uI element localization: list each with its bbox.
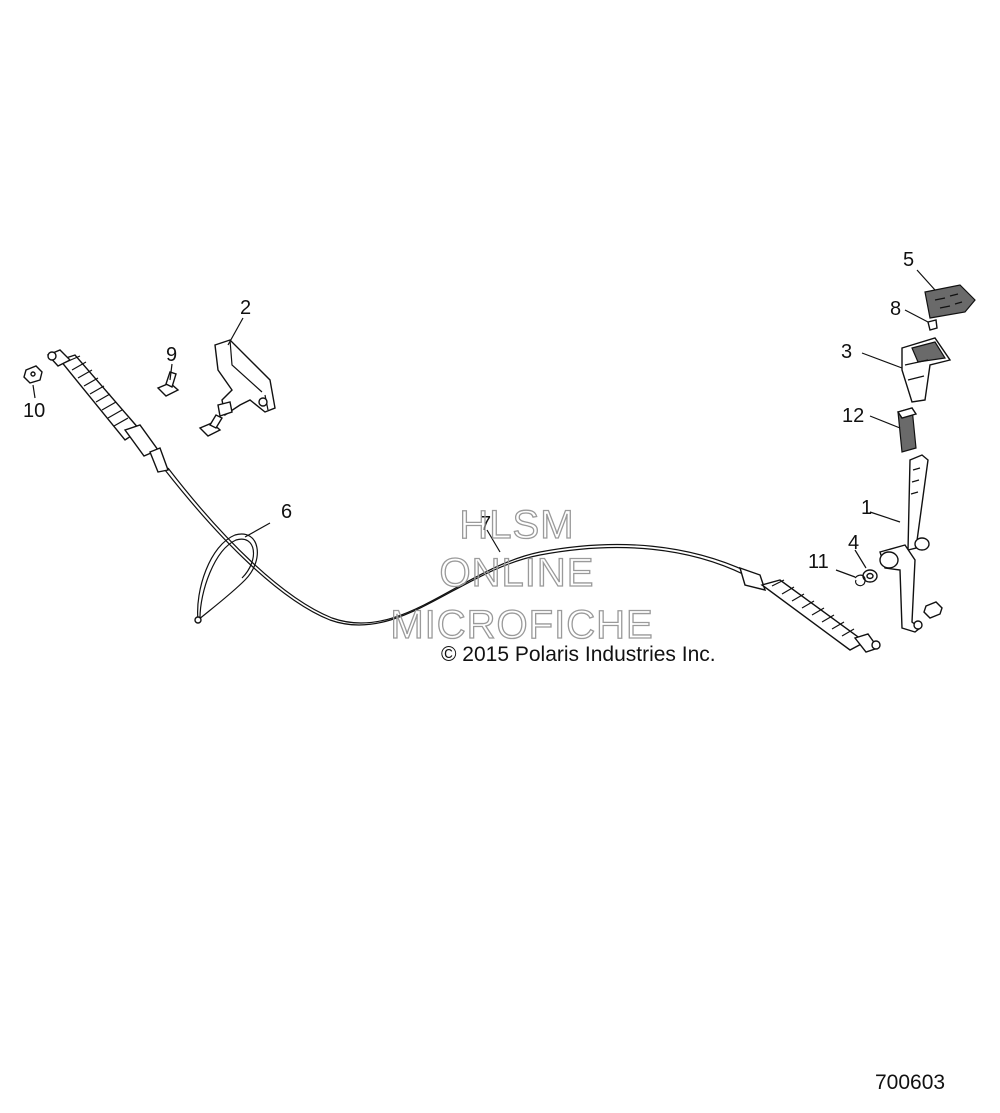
cable-boot-left: [46, 349, 169, 473]
bolt: [156, 371, 180, 397]
copyright-text: © 2015 Polaris Industries Inc.: [441, 643, 716, 666]
shift-knob-cap: [924, 284, 976, 319]
callout-2: 2: [240, 297, 251, 319]
callout-6: 6: [281, 501, 292, 523]
callout-11: 11: [808, 551, 829, 573]
shift-knob: [901, 337, 952, 403]
callout-8: 8: [890, 298, 901, 320]
watermark-line-2: ONLINE: [440, 551, 595, 595]
callout-10: 10: [23, 400, 45, 422]
figure-number: 700603: [875, 1071, 945, 1094]
callout-3: 3: [841, 341, 852, 363]
bolt-2: [198, 414, 223, 437]
callout-9: 9: [166, 344, 177, 366]
callout-5: 5: [903, 249, 914, 271]
retaining-clip: [854, 574, 866, 587]
nut: [23, 365, 43, 384]
watermark: HLSM ONLINE MICROFICHE: [390, 502, 654, 647]
mounting-bracket: [214, 339, 276, 417]
cable-tie-loop: [194, 533, 258, 624]
watermark-line-1: HLSM: [459, 503, 574, 547]
callout-7: 7: [480, 513, 491, 535]
callout-labels: 1 2 3 4 5 6 7 8 9 10 11 12: [23, 249, 914, 573]
shift-insert: [896, 407, 918, 453]
callout-1: 1: [861, 497, 872, 519]
screw: [927, 319, 938, 331]
leader-lines: [32, 269, 936, 578]
lever-washer-right: [914, 537, 930, 551]
callout-4: 4: [848, 532, 859, 554]
shift-lever: [879, 454, 929, 633]
lever-nut: [923, 601, 943, 619]
shift-cable: [46, 349, 881, 653]
cable-boot-right: [738, 566, 881, 653]
callout-12: 12: [842, 405, 864, 427]
watermark-line-3: MICROFICHE: [390, 603, 653, 647]
